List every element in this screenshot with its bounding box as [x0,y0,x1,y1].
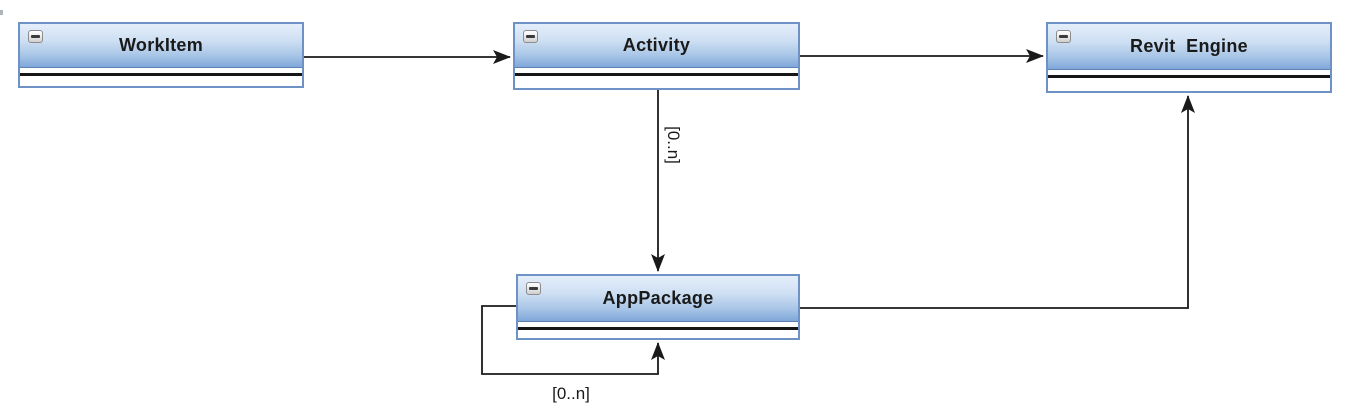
compartment-separator [1048,75,1330,78]
class-header: Activity [515,24,798,68]
class-box-workitem[interactable]: WorkItem [18,22,304,88]
compartment-separator [20,73,302,76]
edge-artifact [0,10,3,15]
collapse-button[interactable] [523,30,538,43]
minus-icon [526,35,535,38]
connector-apppackage-self-loop[interactable] [481,305,665,375]
class-header: Revit Engine [1048,24,1330,70]
compartment-separator [515,73,798,76]
collapse-button[interactable] [28,30,43,43]
connector-apppackage-revitengine[interactable] [800,95,1195,309]
class-box-activity[interactable]: Activity [513,22,800,90]
minus-icon [529,287,538,290]
class-header: AppPackage [518,276,798,322]
attributes-compartment [518,322,798,327]
attributes-compartment [515,68,798,73]
collapse-button[interactable] [526,282,541,295]
class-box-apppackage[interactable]: AppPackage [516,274,800,340]
class-header: WorkItem [20,24,302,68]
class-title-apppackage: AppPackage [602,288,714,308]
class-title-workitem: WorkItem [118,35,204,55]
multiplicity-label-apppackage-self: [0..n] [552,384,590,403]
operations-compartment [515,76,798,88]
attributes-compartment [20,68,302,73]
operations-compartment [20,76,302,86]
class-box-revit-engine[interactable]: Revit Engine [1046,22,1332,93]
class-title-revit-engine: Revit Engine [1130,36,1248,56]
operations-compartment [1048,78,1330,91]
class-title-activity: Activity [622,35,691,55]
collapse-button[interactable] [1056,30,1071,43]
multiplicity-label-activity-apppackage: [0..n] [664,126,683,164]
operations-compartment [518,330,798,338]
minus-icon [31,35,40,38]
compartment-separator [518,327,798,330]
attributes-compartment [1048,70,1330,75]
minus-icon [1059,35,1068,38]
